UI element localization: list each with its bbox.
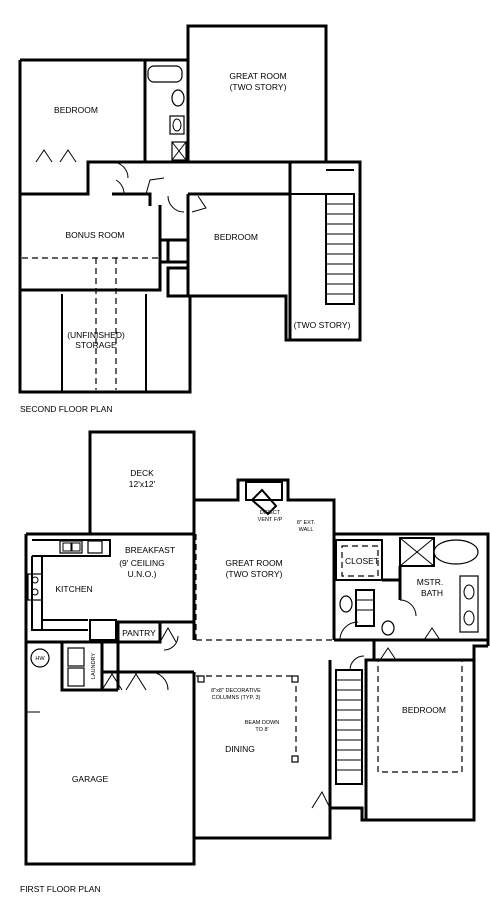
pantry-label: PANTRY	[122, 628, 156, 638]
columns-note-1: 8"x8" DECORATIVE	[211, 688, 261, 694]
pantry-walls	[116, 620, 162, 644]
column-1	[291, 675, 299, 683]
second-bedroom-1-label: BEDROOM	[54, 105, 98, 115]
deck-size-label: 12'x12'	[129, 479, 156, 489]
breakfast-uno-label: U.N.O.)	[128, 569, 157, 579]
direct-vent-note-1: DIRECT	[260, 510, 281, 516]
first-door-swings	[26, 599, 441, 809]
tray-ceiling	[377, 659, 463, 773]
great-room-upper-walls	[186, 24, 328, 164]
upper-stair-treads	[326, 203, 354, 295]
storage-label-1: (UNFINISHED)	[67, 330, 125, 340]
water-heater	[30, 648, 50, 668]
closet-walls	[335, 539, 383, 581]
upper-bath-walls	[143, 58, 190, 164]
mstr-bath-label-2: BATH	[421, 588, 443, 598]
ext-wall-note-2: WALL	[299, 527, 314, 533]
mstr-bath-label-1: MSTR.	[417, 577, 443, 587]
second-floor-plan	[18, 24, 362, 394]
second-great-room-sublabel: (TWO STORY)	[230, 82, 287, 92]
upper-sink-bowl	[172, 118, 182, 132]
first-great-room-label: GREAT ROOM	[225, 558, 282, 568]
washer	[67, 647, 85, 667]
ext-wall-note-1: 8" EXT.	[297, 520, 316, 526]
master-tub	[433, 539, 479, 565]
second-floor-caption: SECOND FLOOR PLAN	[20, 404, 113, 414]
linen-closet	[355, 589, 375, 627]
master-toilet	[339, 595, 353, 613]
upper-bathtub	[147, 65, 183, 83]
columns-note-2: COLUMNS (TYP. 3)	[212, 695, 261, 701]
master-vanity	[459, 575, 479, 633]
main-stair-treads	[336, 679, 362, 771]
column-3	[291, 755, 299, 763]
breakfast-label: BREAKFAST	[125, 545, 175, 555]
master-bedroom-label: BEDROOM	[402, 705, 446, 715]
upper-stair	[325, 193, 355, 305]
upper-toilet	[171, 89, 185, 107]
hall-toilet	[381, 620, 395, 636]
first-floor-plan	[24, 430, 490, 866]
first-floor-outer-right	[192, 644, 488, 840]
laundry-label: LAUNDRY	[91, 653, 97, 680]
beam-note-1: BEAM DOWN	[245, 720, 280, 726]
garage-label: GARAGE	[72, 774, 109, 784]
garage-outer-walls	[24, 534, 196, 866]
closet-label: CLOSET	[345, 556, 379, 566]
laundry-walls	[60, 640, 104, 692]
first-floor-outer-top	[26, 478, 490, 646]
bonus-room-label: BONUS ROOM	[65, 230, 124, 240]
fireplace-box	[250, 488, 278, 516]
upper-sink	[169, 115, 185, 135]
bedroom-lower-wall	[20, 160, 145, 196]
fireplace	[245, 481, 283, 501]
water-heater-label: HW	[35, 656, 45, 662]
dishwasher	[87, 540, 103, 554]
second-bedroom-2-label: BEDROOM	[214, 232, 258, 242]
main-stair	[335, 669, 363, 785]
storage-label-2: STORAGE	[75, 340, 117, 350]
refrigerator	[89, 619, 117, 641]
second-great-room-label: GREAT ROOM	[229, 71, 286, 81]
storage-partitions	[61, 294, 147, 392]
first-great-room-sublabel: (TWO STORY)	[226, 569, 283, 579]
beam-note-2: TO 8'	[255, 727, 268, 733]
kitchen-upper-counter	[32, 539, 111, 557]
range	[27, 573, 43, 601]
upper-door-swings	[35, 149, 207, 213]
direct-vent-note-2: VENT F/P	[258, 517, 283, 523]
kitchen-label: KITCHEN	[55, 584, 92, 594]
column-2	[197, 675, 205, 683]
deck-label: DECK	[130, 468, 154, 478]
master-bedroom-walls	[364, 658, 476, 822]
breakfast-ceiling-label: (9' CEILING	[119, 558, 165, 568]
dining-label: DINING	[225, 744, 255, 754]
first-floor-caption: FIRST FLOOR PLAN	[20, 884, 101, 894]
dryer	[67, 667, 85, 687]
two-story-label: (TWO STORY)	[294, 320, 351, 330]
